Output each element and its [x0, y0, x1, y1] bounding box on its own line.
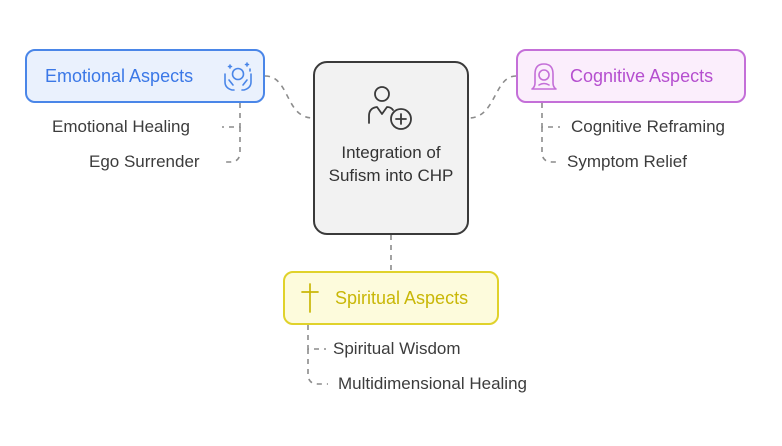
emotional-aspects-label: Emotional Aspects: [45, 65, 194, 86]
connector-emotional-item-1: [222, 103, 241, 128]
cognitive-item-cognitive-reframing: Cognitive Reframing: [571, 117, 726, 136]
connector-emotional-item-2: [222, 127, 241, 163]
emotional-item-ego-surrender: Ego Surrender: [89, 152, 200, 171]
spiritual-item-spiritual-wisdom: Spiritual Wisdom: [333, 339, 461, 358]
emotional-item-emotional-healing: Emotional Healing: [52, 117, 190, 136]
spiritual-aspects-box: Spiritual Aspects: [283, 271, 499, 325]
connector-cognitive: [468, 75, 517, 119]
connector-spiritual-item-2: [307, 349, 328, 385]
connector-spiritual-item-1: [307, 325, 326, 350]
cognitive-aspects-label: Cognitive Aspects: [570, 65, 714, 86]
person-plus-icon: [368, 86, 412, 130]
center-node: Integration of Sufism into CHP: [313, 61, 469, 235]
hooded-person-icon: [531, 63, 557, 90]
connector-cognitive-item-1: [541, 103, 560, 128]
spiritual-aspects-label: Spiritual Aspects: [335, 287, 469, 308]
cognitive-aspects-box: Cognitive Aspects: [516, 49, 746, 103]
cross-icon: [301, 283, 319, 313]
center-title: Integration of Sufism into CHP: [328, 143, 454, 185]
cognitive-item-symptom-relief: Symptom Relief: [567, 152, 687, 171]
connector-cognitive-item-2: [541, 127, 560, 163]
emotional-aspects-box: Emotional Aspects: [25, 49, 265, 103]
spiritual-item-multidimensional-healing: Multidimensional Healing: [338, 374, 527, 393]
hands-sparkle-icon: [224, 62, 252, 91]
connector-emotional: [264, 75, 314, 119]
